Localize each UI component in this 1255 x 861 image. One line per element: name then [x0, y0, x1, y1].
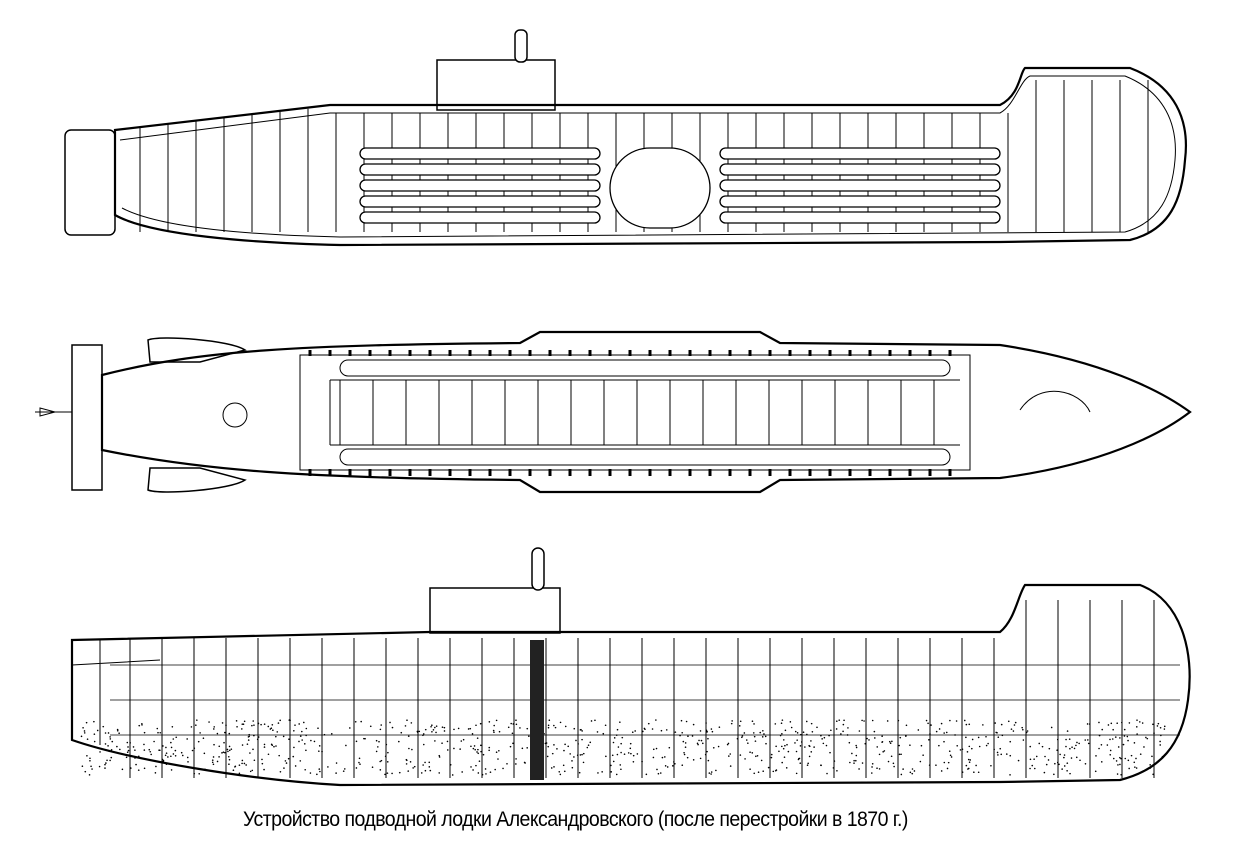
snorkel-pipe	[515, 30, 527, 62]
stern-frame	[72, 345, 102, 490]
figure-caption: Устройство подводной лодки Александровск…	[243, 808, 1006, 832]
stern-rudder	[65, 130, 115, 235]
conning-tower	[430, 588, 560, 633]
conning-tower	[437, 60, 555, 110]
side-section-view	[65, 30, 1186, 245]
hull-outline	[72, 585, 1190, 785]
plan-section-view	[35, 332, 1190, 492]
exterior-side-view	[72, 548, 1190, 785]
hull-outline	[102, 332, 1190, 492]
snorkel-pipe	[532, 548, 544, 590]
